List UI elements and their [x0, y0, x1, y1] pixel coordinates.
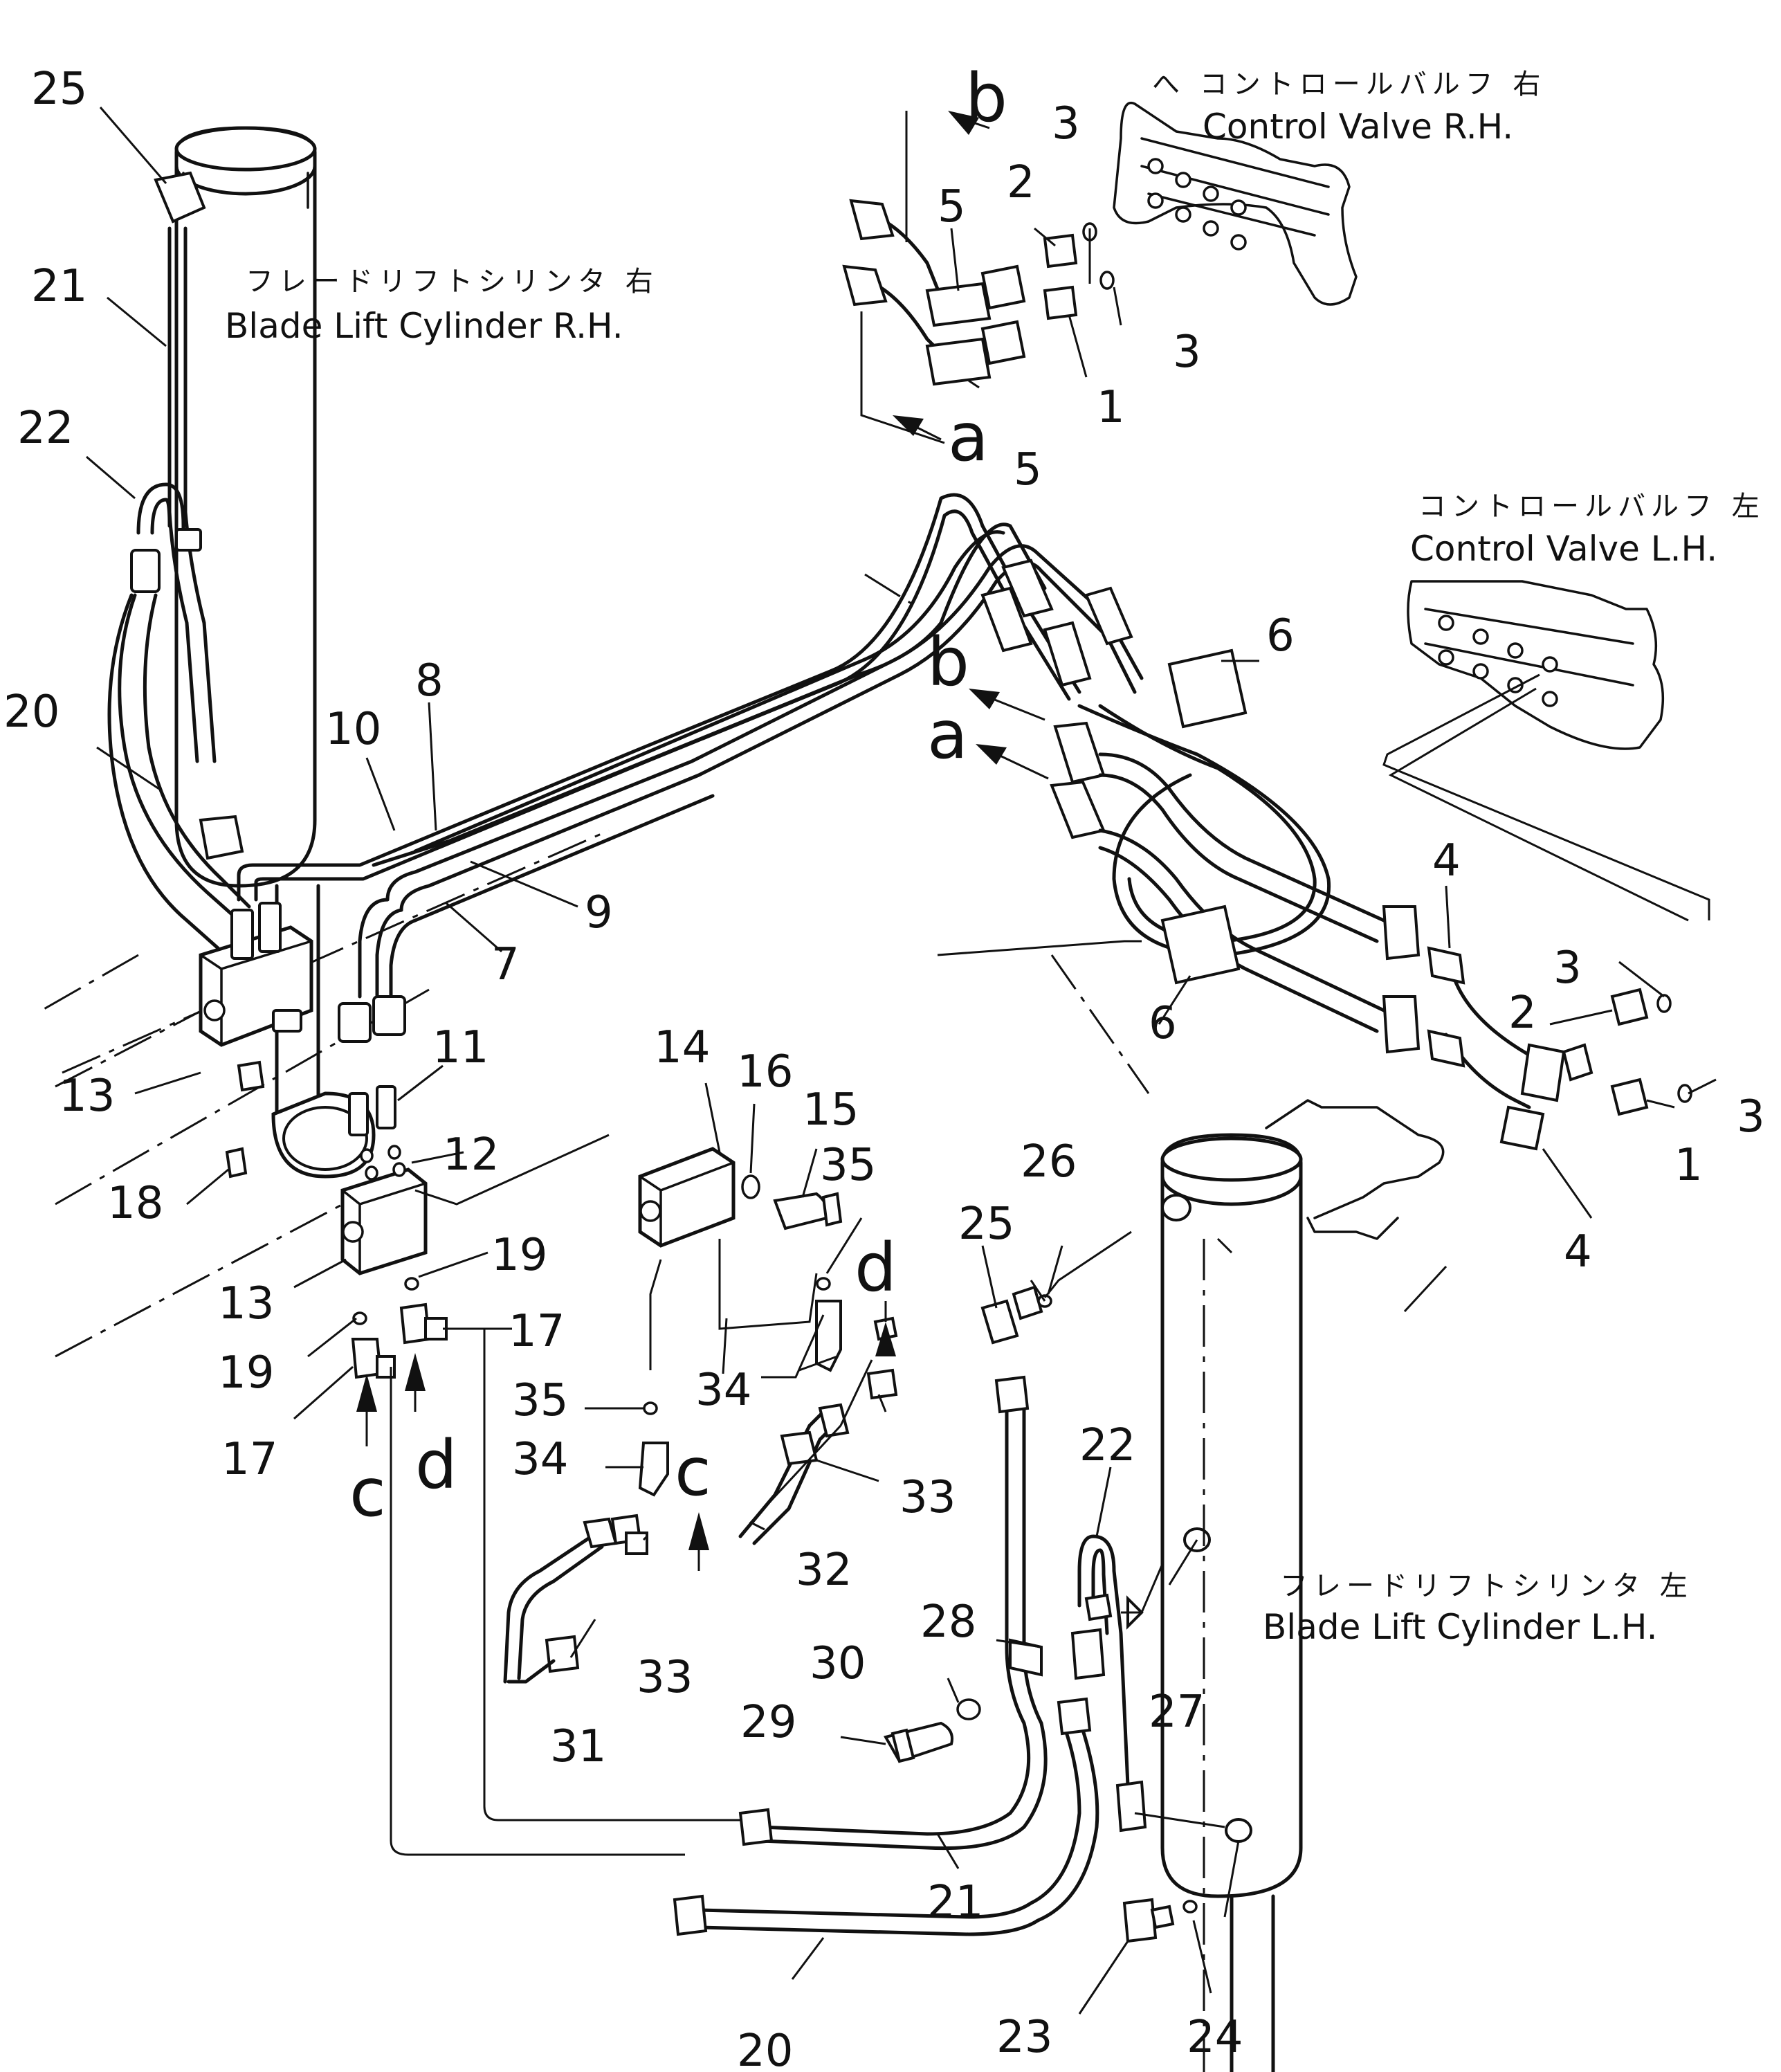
callout-12: 12 — [443, 1129, 499, 1181]
hose-31 — [503, 1517, 618, 1684]
letter-a-top: a — [948, 399, 989, 476]
callout-27: 27 — [1149, 1687, 1205, 1738]
callout-35-right: 35 — [820, 1140, 876, 1191]
callout-3-mid: 3 — [1173, 327, 1201, 378]
callout-3-top: 3 — [1052, 98, 1080, 149]
callout-9: 9 — [585, 887, 613, 938]
callout-11: 11 — [432, 1022, 488, 1073]
blade-lift-rh-jp-label: フレードリフトシリンタ 右 — [246, 266, 659, 298]
callout-6-bot: 6 — [1149, 998, 1177, 1049]
callout-28: 28 — [920, 1597, 976, 1648]
callout-3-right1: 3 — [1553, 943, 1582, 994]
callout-23: 23 — [996, 2012, 1052, 2063]
hose-22-lh — [1070, 1534, 1147, 1833]
letter-d-right: d — [855, 1229, 897, 1307]
callout-26: 26 — [1021, 1136, 1077, 1188]
hose-21-lh — [738, 1285, 1052, 1851]
callout-3-right2: 3 — [1737, 1091, 1765, 1143]
blade-lift-cylinder-lh — [1160, 1099, 1445, 2072]
callout-4-bot: 4 — [1564, 1226, 1592, 1278]
valve-14 — [414, 1134, 843, 1370]
callout-16: 16 — [737, 1046, 793, 1098]
valve-block-13-bottom — [340, 1167, 428, 1275]
callout-18: 18 — [107, 1178, 163, 1229]
callout-8: 8 — [415, 655, 444, 707]
hoses-4-lh — [1427, 946, 1692, 1151]
callout-2-right: 2 — [1508, 988, 1537, 1039]
clamp-28-bolt-29 — [883, 1638, 1043, 1763]
letter-c-left: c — [349, 1454, 386, 1532]
callout-34-right: 34 — [695, 1365, 751, 1416]
control-valve-lh-en-label: Control Valve L.H. — [1410, 529, 1717, 569]
callout-5-bot: 5 — [1014, 444, 1042, 496]
callout-25-mid: 25 — [958, 1199, 1014, 1250]
callout-7: 7 — [491, 939, 520, 990]
callout-1-right: 1 — [1674, 1140, 1703, 1191]
callout-numbers: 1 1 2 2 3 3 3 3 4 4 5 5 6 6 7 8 9 10 11 … — [3, 64, 1765, 2072]
hose-32 — [738, 1403, 850, 1545]
hose-20-lh — [673, 1697, 1099, 1936]
callout-15: 15 — [803, 1084, 859, 1136]
callout-31: 31 — [550, 1721, 606, 1772]
fittings-cluster-center — [980, 558, 1133, 839]
letter-b-top: b — [965, 60, 1007, 137]
fittings-33-34-35 — [610, 1277, 898, 1555]
control-valve-rh-jp-label: へ コントロールバルフ 右 — [1152, 69, 1546, 100]
letter-b-mid: b — [927, 624, 969, 701]
callout-6-top: 6 — [1266, 610, 1295, 662]
callout-35-left: 35 — [512, 1375, 568, 1426]
callout-10: 10 — [325, 704, 381, 755]
plug-18 — [225, 1147, 248, 1179]
letter-d-left: d — [415, 1426, 457, 1504]
callout-25-top: 25 — [31, 64, 87, 115]
callout-14: 14 — [654, 1022, 710, 1073]
callout-13-bot: 13 — [218, 1278, 274, 1329]
callout-20-bot: 20 — [737, 2026, 793, 2072]
valve-block-13-top — [199, 902, 313, 1092]
callout-21-bot: 21 — [927, 1877, 983, 1928]
callout-24: 24 — [1187, 2012, 1243, 2063]
blade-lift-rh-en-label: Blade Lift Cylinder R.H. — [225, 306, 623, 346]
callout-32: 32 — [796, 1545, 852, 1596]
callout-17-left: 17 — [221, 1434, 277, 1485]
elbows-17-orings-19 — [351, 1277, 740, 1856]
elbow-23-oring-24 — [1122, 1898, 1198, 1943]
callout-34-left: 34 — [512, 1434, 568, 1485]
callout-19-right: 19 — [491, 1230, 547, 1281]
callout-22-right: 22 — [1079, 1420, 1135, 1471]
callout-20-left: 20 — [3, 687, 60, 738]
callout-4-top: 4 — [1432, 835, 1461, 887]
callout-2-top: 2 — [1007, 157, 1035, 208]
callout-33-left: 33 — [637, 1652, 693, 1703]
blade-lift-lh-en-label: Blade Lift Cylinder L.H. — [1263, 1607, 1657, 1647]
flow-arrows — [356, 111, 1049, 1571]
component-labels: へ コントロールバルフ 右 Control Valve R.H. コントロールバ… — [225, 69, 1765, 1647]
control-valve-rh — [1113, 101, 1358, 306]
callout-19-left: 19 — [218, 1347, 274, 1399]
letter-a-mid: a — [927, 696, 968, 774]
callout-1-top: 1 — [1097, 382, 1125, 433]
callout-33-right: 33 — [899, 1472, 956, 1523]
control-valve-rh-en-label: Control Valve R.H. — [1203, 107, 1513, 147]
clamp-6-loop — [1077, 648, 1331, 985]
hose-20-rh — [107, 593, 220, 950]
letter-c-mid: c — [675, 1433, 711, 1511]
callout-5-top: 5 — [938, 181, 966, 233]
callout-30: 30 — [810, 1638, 866, 1689]
callout-21-top: 21 — [31, 261, 87, 312]
callout-leaders — [86, 107, 1717, 2015]
callout-13-top: 13 — [59, 1071, 115, 1122]
hose-22-rh — [118, 482, 251, 923]
control-valve-lh — [1382, 580, 1710, 922]
control-valve-lh-jp-label: コントロールバルフ 左 — [1418, 491, 1765, 522]
flow-letters: b a b a c d c d — [349, 60, 1007, 1532]
callout-17-right: 17 — [509, 1306, 565, 1357]
adapters-11-12 — [338, 995, 406, 1181]
blade-lift-lh-jp-label: フレードリフトシリンタ 左 — [1280, 1570, 1693, 1602]
callout-29: 29 — [740, 1697, 796, 1748]
callout-22-top: 22 — [17, 403, 73, 454]
hoses-5-rh — [842, 111, 1115, 444]
